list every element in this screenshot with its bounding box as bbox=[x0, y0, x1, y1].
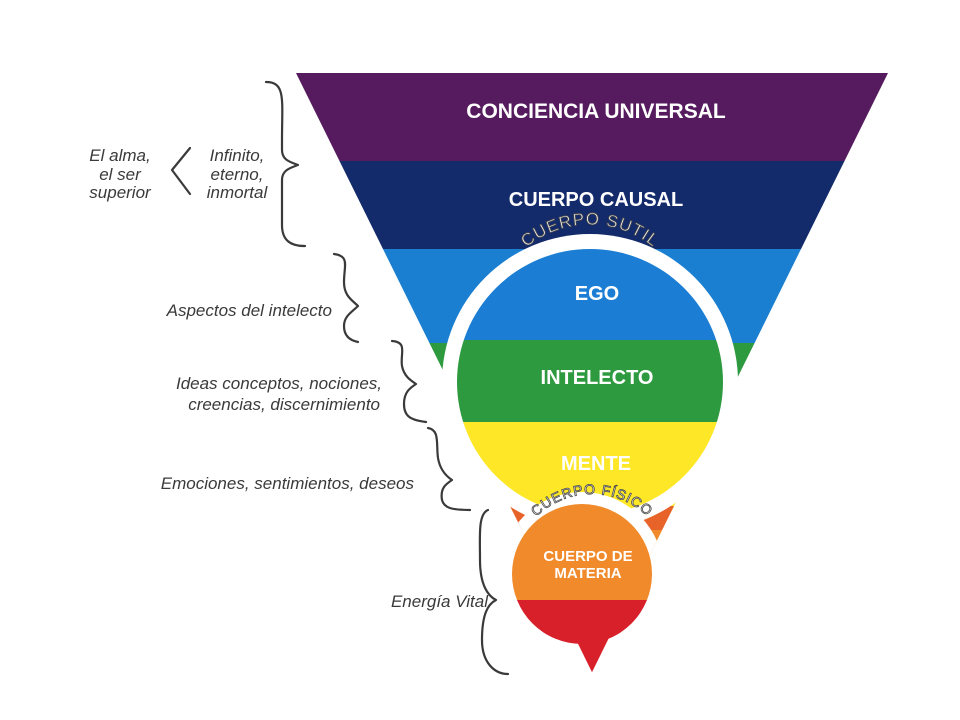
band-universal bbox=[296, 73, 888, 161]
label-cuerpo-de: CUERPO DE bbox=[543, 548, 632, 565]
label-infinito: Infinito, bbox=[210, 146, 265, 165]
intelecto-segment bbox=[457, 340, 723, 422]
label-cuerpo-causal: CUERPO CAUSAL bbox=[509, 189, 683, 211]
label-eterno: eterno, bbox=[211, 165, 264, 184]
brace-aspectos bbox=[332, 252, 360, 344]
label-el-alma: El alma, bbox=[89, 146, 150, 165]
subtle-body-circle bbox=[442, 234, 738, 530]
label-energia-vital: Energía Vital bbox=[391, 592, 489, 611]
brace-universal-causal bbox=[264, 80, 307, 248]
brace-infinite-small bbox=[170, 146, 192, 196]
label-conciencia-universal: CONCIENCIA UNIVERSAL bbox=[466, 100, 726, 123]
label-mente: MENTE bbox=[561, 453, 631, 475]
label-ideas-line2: creencias, discernimiento bbox=[188, 395, 380, 414]
label-el-ser: el ser bbox=[99, 165, 142, 184]
label-emociones: Emociones, sentimientos, deseos bbox=[161, 474, 415, 493]
brace-ideas bbox=[390, 339, 428, 424]
label-aspectos-intelecto: Aspectos del intelecto bbox=[166, 301, 332, 320]
label-superior: superior bbox=[89, 183, 152, 202]
brace-energia bbox=[478, 508, 510, 676]
label-intelecto: INTELECTO bbox=[541, 367, 654, 389]
label-ideas-line1: Ideas conceptos, nociones, bbox=[176, 374, 382, 393]
label-ego: EGO bbox=[575, 283, 619, 305]
label-inmortal: inmortal bbox=[207, 183, 269, 202]
brace-emociones bbox=[426, 426, 472, 512]
label-materia: MATERIA bbox=[554, 565, 621, 582]
